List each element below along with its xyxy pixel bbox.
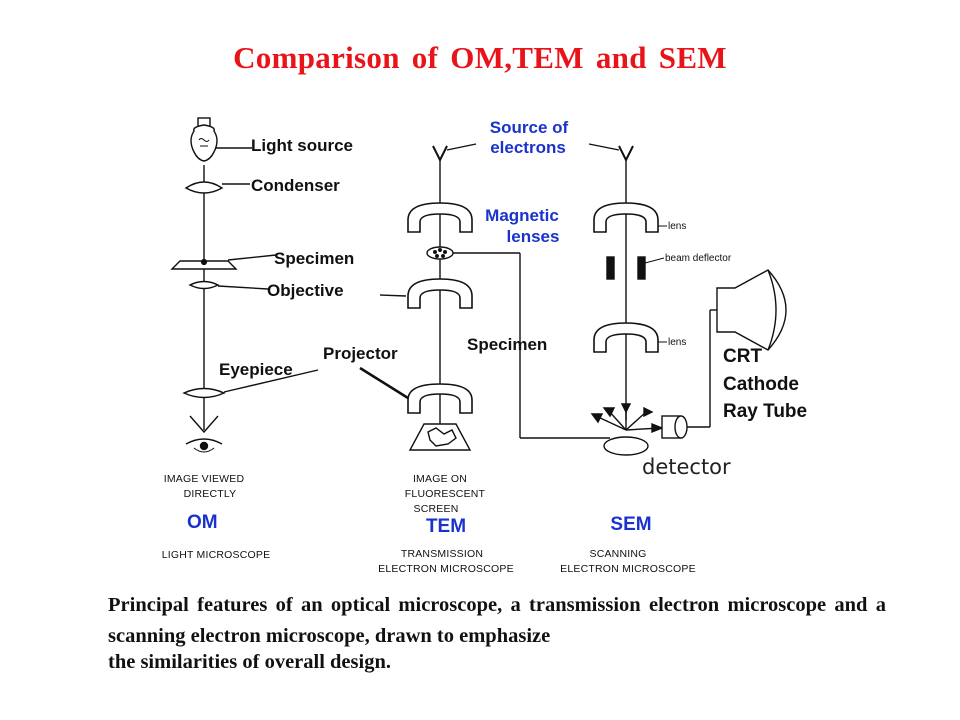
sem-crt-label-3: Ray Tube xyxy=(723,401,807,422)
tem-column xyxy=(359,143,610,451)
specimen-stage-icon xyxy=(170,258,238,270)
tem-fluorescent-screen-icon xyxy=(408,423,472,451)
tem-magnetic-label-2: lenses xyxy=(507,227,560,246)
om-column xyxy=(170,117,319,453)
eye-icon xyxy=(185,415,223,453)
om-eyepiece-label: Eyepiece xyxy=(219,360,293,379)
sem-microscope-name-1: SCANNING xyxy=(589,548,646,560)
condenser-lens-icon xyxy=(184,181,224,194)
sem-specimen-burst-icon xyxy=(590,403,664,456)
tem-source-label-1: Source of xyxy=(490,118,569,137)
page-title: Comparison of OM,TEM and SEM xyxy=(233,40,727,75)
sem-microscope-name-2: ELECTRON MICROSCOPE xyxy=(560,563,696,575)
sem-beam-deflector-label: beam deflector xyxy=(665,253,732,264)
tem-microscope-name-2: ELECTRON MICROSCOPE xyxy=(378,563,514,575)
om-specimen-label: Specimen xyxy=(274,249,354,268)
om-image-caption-2: DIRECTLY xyxy=(184,488,237,500)
tem-electron-gun-icon xyxy=(432,145,448,163)
tem-image-caption-3: SCREEN xyxy=(414,503,459,515)
sem-column xyxy=(588,143,787,456)
om-objective-label: Objective xyxy=(267,281,344,300)
tem-magnetic-lens-1-icon xyxy=(407,202,473,233)
sem-magnetic-lens-1-icon xyxy=(593,202,659,233)
sem-lens-label-bottom: lens xyxy=(668,337,686,348)
om-microscope-name: LIGHT MICROSCOPE xyxy=(162,549,271,561)
figure-caption: Principal features of an optical microsc… xyxy=(108,594,886,647)
tem-magnetic-lens-2-icon xyxy=(407,278,473,309)
tem-microscope-name-1: TRANSMISSION xyxy=(401,548,483,560)
tem-mode-label: TEM xyxy=(426,516,466,537)
objective-lens-icon xyxy=(188,280,220,290)
om-mode-label: OM xyxy=(187,512,218,533)
sem-lens-label-top: lens xyxy=(668,221,686,232)
tem-projector-lens-icon xyxy=(407,383,473,414)
sem-magnetic-lens-2-icon xyxy=(593,322,659,353)
sem-mode-label: SEM xyxy=(610,514,651,535)
sem-crt-label: CRT xyxy=(723,346,762,367)
sem-detector-label: detector xyxy=(642,455,731,479)
crt-icon xyxy=(709,269,787,427)
tem-specimen-label: Specimen xyxy=(467,335,547,354)
om-condenser-label: Condenser xyxy=(251,176,340,195)
tem-image-caption-1: IMAGE ON xyxy=(413,473,467,485)
sem-detector-icon xyxy=(661,415,710,439)
light-bulb-icon xyxy=(190,117,218,162)
tem-image-caption-2: FLUORESCENT xyxy=(405,488,486,500)
om-light-source-label: Light source xyxy=(251,136,353,155)
eyepiece-lens-icon xyxy=(182,387,226,399)
tem-magnetic-label-1: Magnetic xyxy=(485,206,559,225)
figure-caption-last-line: the similarities of overall design. xyxy=(108,651,391,673)
om-image-caption-1: IMAGE VIEWED xyxy=(164,473,245,485)
sem-beam-deflector-icon xyxy=(606,256,646,280)
tem-projector-label: Projector xyxy=(323,344,398,363)
sem-electron-gun-icon xyxy=(618,145,634,163)
tem-specimen-icon xyxy=(426,246,454,260)
tem-source-label-2: electrons xyxy=(490,138,566,157)
sem-crt-label-2: Cathode xyxy=(723,374,799,395)
